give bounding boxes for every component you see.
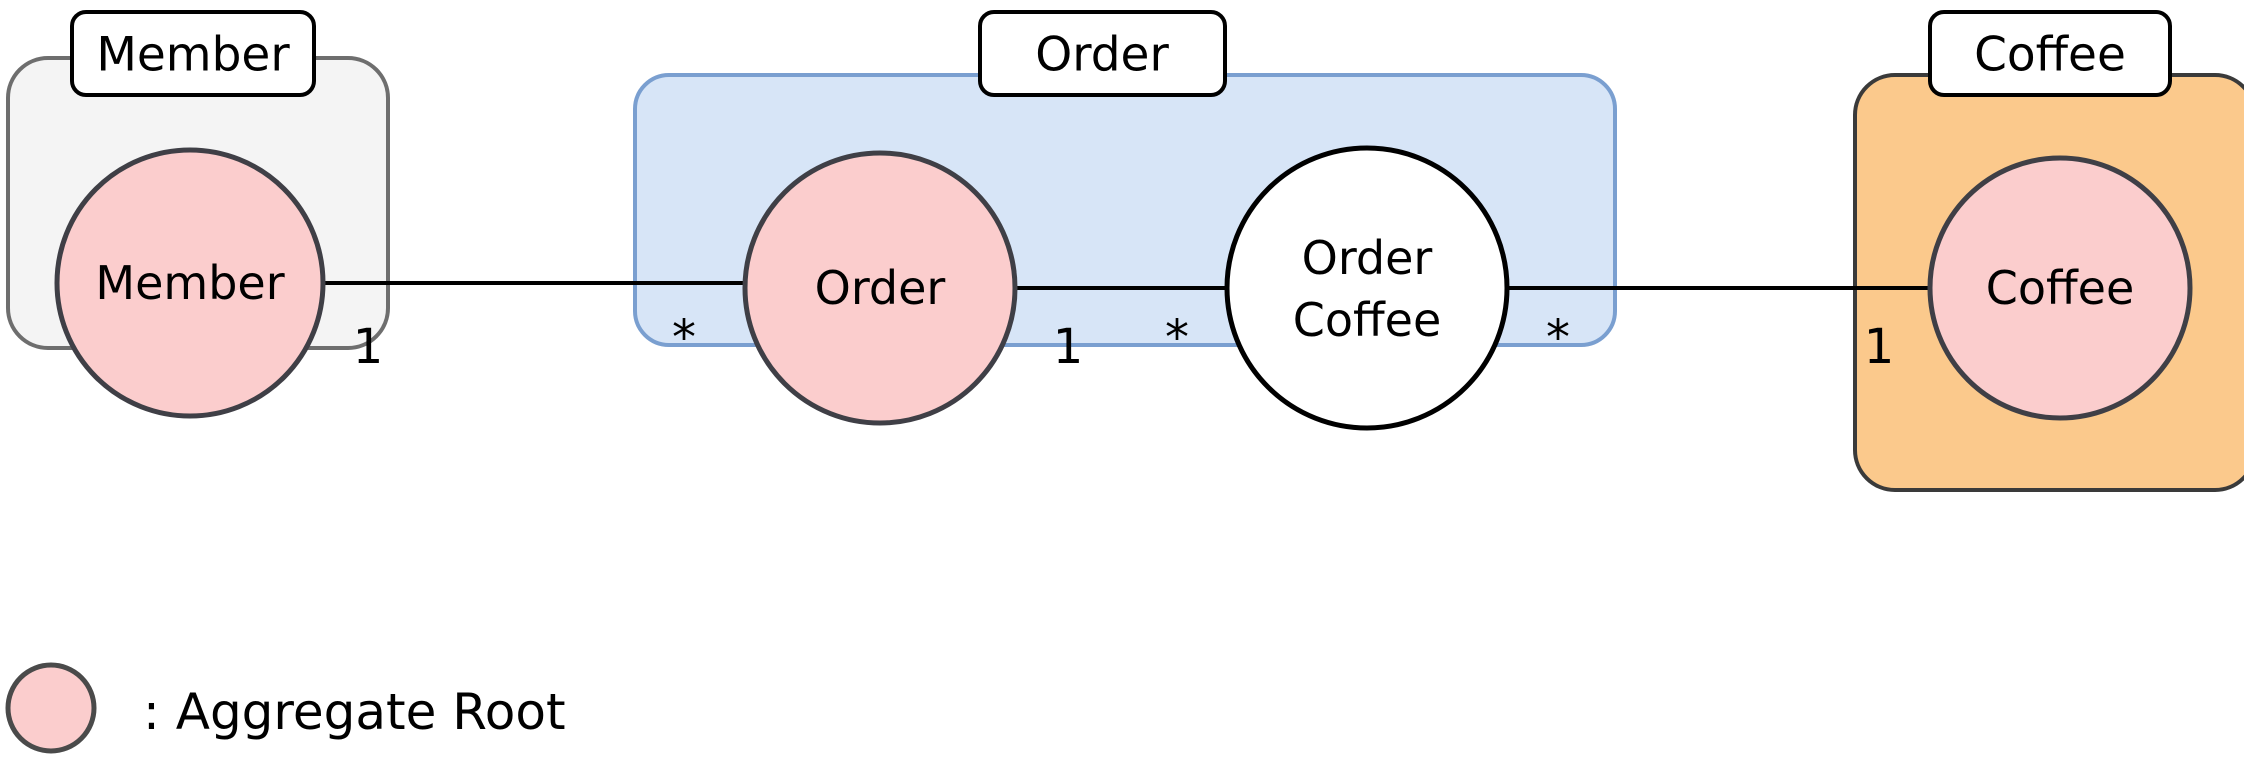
multiplicity-labels: 1 * 1 * * 1 xyxy=(353,310,1895,375)
multiplicity-ordercoffee-left-star: * xyxy=(1165,310,1189,366)
entity-coffee-label: Coffee xyxy=(1986,261,2135,315)
entity-order-coffee-label-line2: Coffee xyxy=(1293,293,1442,347)
legend-aggregate-root-swatch-icon xyxy=(5,662,97,754)
entity-member-label: Member xyxy=(95,256,284,310)
context-label-member-text: Member xyxy=(96,28,290,83)
context-label-coffee[interactable]: Coffee xyxy=(1928,10,2172,97)
entity-order-coffee[interactable]: Order Coffee xyxy=(1224,145,1510,431)
legend-aggregate-root-label: : Aggregate Root xyxy=(143,683,566,741)
multiplicity-ordercoffee-right-star: * xyxy=(1546,310,1570,366)
entity-coffee[interactable]: Coffee xyxy=(1927,155,2193,421)
context-label-coffee-text: Coffee xyxy=(1974,28,2126,83)
legend: : Aggregate Root xyxy=(5,662,566,754)
entity-order-coffee-circle[interactable] xyxy=(1224,145,1510,431)
context-label-coffee-chip[interactable] xyxy=(1928,10,2172,97)
multiplicity-order-1: 1 xyxy=(1053,319,1084,375)
entity-order[interactable]: Order xyxy=(742,150,1018,426)
context-label-member-chip[interactable] xyxy=(70,10,316,97)
context-label-order[interactable]: Order xyxy=(978,10,1227,97)
entity-order-circle[interactable] xyxy=(742,150,1018,426)
entity-member-circle[interactable] xyxy=(54,147,326,419)
entity-order-label: Order xyxy=(815,261,946,315)
context-label-order-text: Order xyxy=(1035,28,1169,83)
entity-order-coffee-label-line1: Order xyxy=(1302,231,1433,285)
multiplicity-coffee-1: 1 xyxy=(1864,319,1895,375)
context-label-member[interactable]: Member xyxy=(70,10,316,97)
multiplicity-member-1: 1 xyxy=(353,319,384,375)
entity-member[interactable]: Member xyxy=(54,147,326,419)
context-label-order-chip[interactable] xyxy=(978,10,1227,97)
entity-coffee-circle[interactable] xyxy=(1927,155,2193,421)
multiplicity-order-star: * xyxy=(672,310,696,366)
